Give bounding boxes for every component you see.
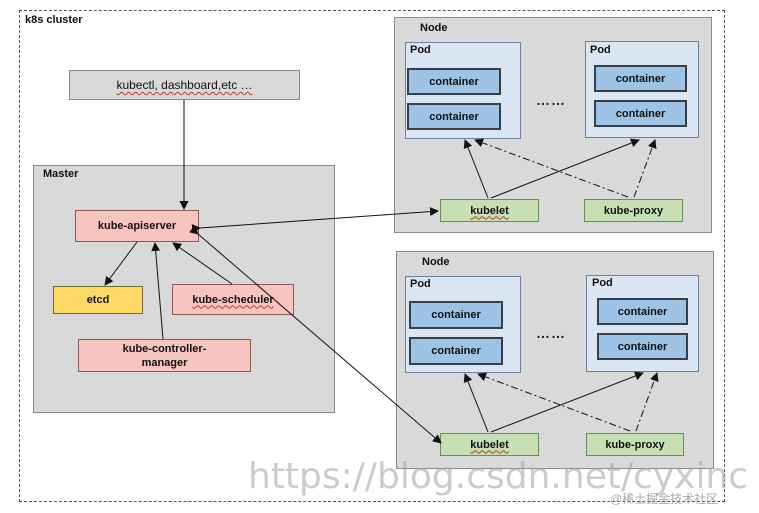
scheduler-to-apiserver-arrow [172, 242, 233, 285]
node2-kubelet-to-pod2-arrow [490, 371, 644, 433]
node-2-kube-proxy-box: kube-proxy [586, 433, 684, 456]
apiserver-node2-kubelet-link [189, 225, 442, 444]
cluster-title: k8s cluster [25, 14, 83, 26]
node-2-pod-2-title: Pod [592, 277, 613, 289]
node1-proxy-to-pod1-arrow [474, 138, 629, 198]
node2-kubelet-to-pod1-arrow [463, 373, 489, 433]
node-1-pod-2-title: Pod [590, 44, 611, 56]
node1-kubelet-to-pod2-arrow [490, 138, 640, 199]
kubectl-dashboard-box: kubectl, dashboard,etc … [69, 70, 300, 100]
container-label: container [617, 340, 668, 353]
container-label: container [429, 110, 479, 123]
node-1-pod-2-container-1: container [594, 65, 687, 92]
node-2-kubelet-label: kubelet [470, 438, 509, 451]
node2-proxy-to-pod2-arrow [635, 372, 659, 432]
node-1-pod-1-title: Pod [410, 44, 431, 56]
node-1-kube-proxy-box: kube-proxy [584, 199, 683, 222]
container-label: container [615, 72, 666, 85]
node-1-kube-proxy-label: kube-proxy [603, 204, 664, 217]
node2-proxy-to-pod1-arrow [477, 372, 631, 432]
node-2-pod-2-container-2: container [597, 333, 688, 360]
kube-controller-manager-label-line1: kube-controller- [122, 342, 207, 355]
container-label: container [615, 107, 666, 120]
kube-apiserver-box: kube-apiserver [75, 210, 199, 242]
node-1-title: Node [420, 22, 448, 34]
tools-label: kubectl, dashboard,etc … [116, 78, 253, 92]
container-label: container [431, 309, 481, 321]
node1-kubelet-to-pod1-arrow [463, 139, 489, 199]
node-1-pod-2-container-2: container [594, 100, 687, 127]
container-label: container [617, 305, 668, 318]
etcd-box: etcd [53, 286, 143, 314]
kube-controller-manager-label-line2: manager [141, 356, 188, 369]
node-1-pod-1-container-1: container [407, 68, 501, 95]
container-label: container [431, 345, 481, 357]
node-2-pod-2-container-1: container [597, 298, 688, 325]
kube-apiserver-label: kube-apiserver [97, 220, 177, 232]
apiserver-to-etcd-arrow [104, 241, 138, 286]
node-1-kubelet-box: kubelet [440, 199, 539, 222]
node-2-kubelet-box: kubelet [440, 433, 539, 456]
node-1-pod-1-container-2: container [407, 103, 501, 130]
watermark-community: @稀土掘金技术社区 [610, 492, 719, 506]
apiserver-node1-kubelet-link [191, 207, 439, 234]
node-1-kubelet-label: kubelet [470, 204, 509, 217]
watermark-url: https://blog.csdn.net/cyxinc [248, 456, 749, 497]
node-2-more-pods-ellipsis: …… [536, 325, 566, 341]
etcd-label: etcd [86, 294, 110, 306]
container-label: container [429, 75, 479, 88]
node1-proxy-to-pod2-arrow [633, 139, 657, 198]
controller-manager-to-apiserver-arrow [151, 242, 164, 340]
node-2-kube-proxy-label: kube-proxy [605, 438, 665, 451]
node-1-more-pods-ellipsis: …… [536, 92, 566, 108]
master-title: Master [43, 168, 79, 180]
